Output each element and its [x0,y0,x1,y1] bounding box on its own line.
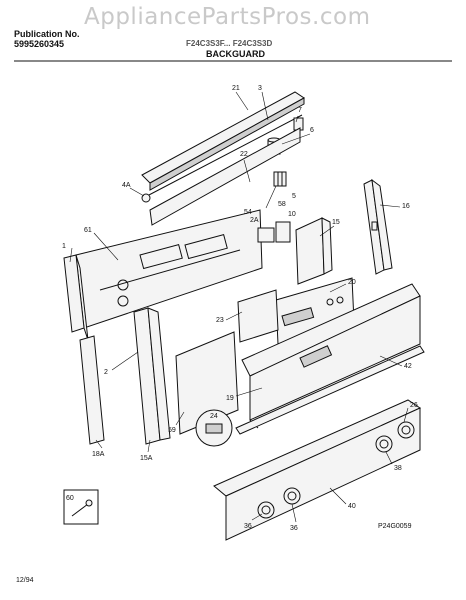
callout-3: 3 [258,85,262,92]
part-22-shield [149,127,301,226]
publication-number: 5995260345 [14,39,65,49]
callout-26: 26 [410,402,418,409]
part-23-bracket [237,289,279,343]
callout-7: 7 [298,107,302,114]
part-24-switch-detail [195,409,233,447]
callout-22: 22 [240,151,248,158]
model-text: F24C3S3F... F24C3S3D [186,39,273,48]
callout-10: 10 [288,211,296,218]
knob-36-left [257,501,275,519]
callout-38: 38 [394,465,402,472]
callout-4a: 4A [122,182,131,189]
part-59-inner-panel [175,331,239,435]
part-10-socket [275,221,291,243]
callout-15a: 15A [140,455,153,462]
callout-59: 59 [168,427,176,434]
callout-5: 5 [292,193,296,200]
callout-36-right: 36 [290,525,298,532]
part-18a-end-bracket [79,335,105,445]
knob-38 [375,435,393,453]
part-21-top-trim [141,91,305,191]
part-7-lamp [293,117,304,131]
figure-code: P24G0059 [378,523,412,530]
callout-2: 2 [104,369,108,376]
callout-42: 42 [404,363,412,370]
callout-21: 21 [232,85,240,92]
date-code: 12/94 [16,577,34,584]
callout-60: 60 [66,495,74,502]
publication-label: Publication No. [14,29,80,39]
part-60-screw-box [63,489,99,525]
callout-18a: 18A [92,451,105,458]
part-19-trim-strip [235,345,425,435]
part-40-lower-panel [213,399,422,541]
callout-23: 23 [216,317,224,324]
part-2a-switch [257,227,275,243]
leader-lines [69,91,409,523]
knob-26 [397,421,415,439]
callout-40: 40 [348,503,356,510]
part-15a-left-bracket-side [147,307,171,441]
callout-1: 1 [62,243,66,250]
part-1-left-end [63,254,85,333]
callout-54: 54 [244,209,252,216]
part-5-bracket [273,171,287,187]
watermark-text: AppliancePartsPros.com [84,4,371,30]
callout-58: 58 [278,201,286,208]
callout-61: 61 [84,227,92,234]
callout-6: 6 [310,127,314,134]
knob-36-right [283,487,301,505]
callout-16: 16 [402,203,410,210]
callout-15: 15 [332,219,340,226]
part-3-rod [146,114,303,197]
callout-20: 20 [348,279,356,286]
callout-24: 24 [210,413,218,420]
part-42-control-panel [241,283,421,429]
part-61-main-panel [75,209,263,341]
part-15-right-bracket [295,217,325,285]
part-15-right-bracket-side [321,217,333,275]
section-title: BACKGUARD [206,49,265,59]
callout-36-left: 36 [244,523,252,530]
part-16-end-bracket [363,178,393,275]
callout-19: 19 [226,395,234,402]
callout-2a: 2A [250,217,259,224]
